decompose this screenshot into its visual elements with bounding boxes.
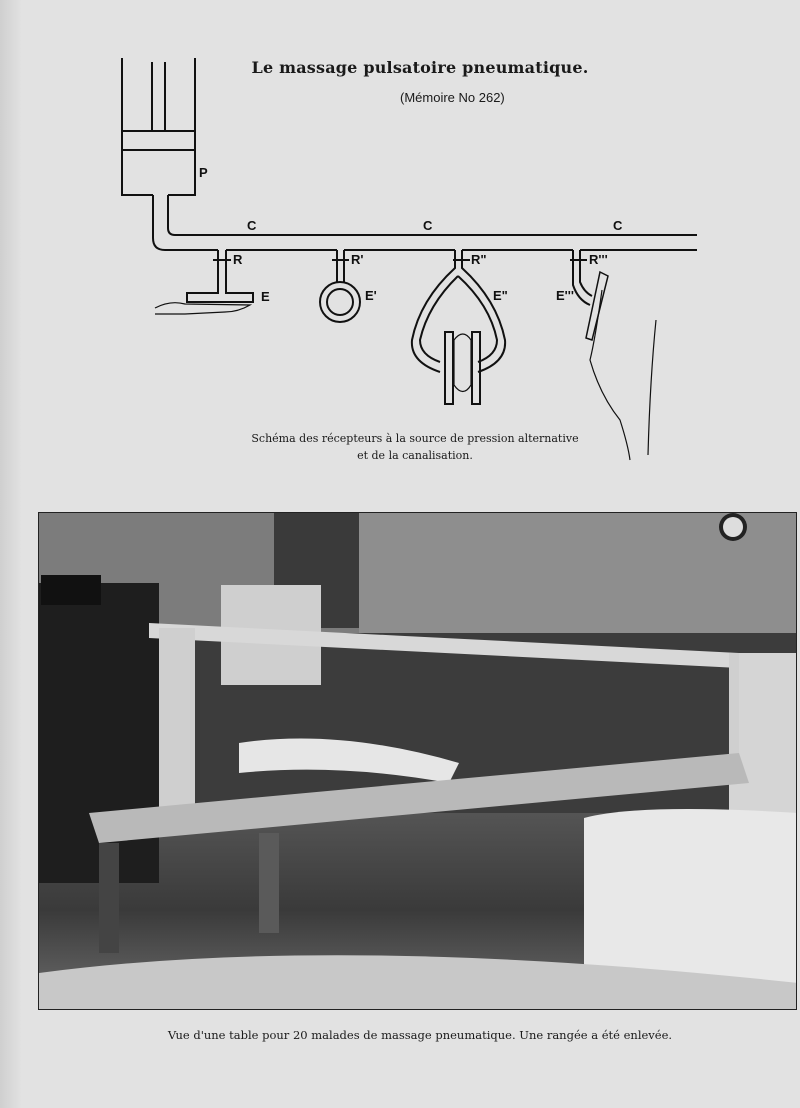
label-e: E — [261, 289, 270, 304]
photo-caption: Vue d'une table pour 20 malades de massa… — [167, 1028, 673, 1042]
body-outline — [589, 289, 631, 461]
pump-cylinder — [121, 58, 196, 196]
label-r1: R' — [351, 252, 363, 267]
hand — [154, 302, 253, 315]
page-title: Le massage pulsatoire pneumatique. — [251, 58, 589, 77]
label-c: C — [423, 218, 433, 233]
label-r3: R''' — [589, 252, 608, 267]
foot — [453, 333, 472, 393]
main-pipe — [167, 195, 697, 236]
label-r: R — [233, 252, 243, 267]
diagram-caption-line: et de la canalisation. — [357, 449, 473, 462]
label-e3: E''' — [556, 288, 574, 303]
label-p: P — [199, 165, 208, 180]
label-e2: E" — [493, 288, 508, 303]
memoire-number: (Mémoire No 262) — [400, 90, 505, 105]
label-r2: R" — [471, 252, 487, 267]
page-edge — [0, 0, 22, 1108]
massage-table-photograph — [38, 512, 797, 1010]
label-c: C — [247, 218, 257, 233]
label-c: C — [613, 218, 623, 233]
diagram-caption: Schéma des récepteurs à la source de pre… — [230, 430, 600, 464]
photo-illustration — [39, 513, 796, 1009]
diagram-caption-line: Schéma des récepteurs à la source de pre… — [251, 432, 579, 445]
label-e1: E' — [365, 288, 377, 303]
pneumatic-schematic: P C C C R R' R" R''' E E' E" E''' — [121, 58, 697, 461]
